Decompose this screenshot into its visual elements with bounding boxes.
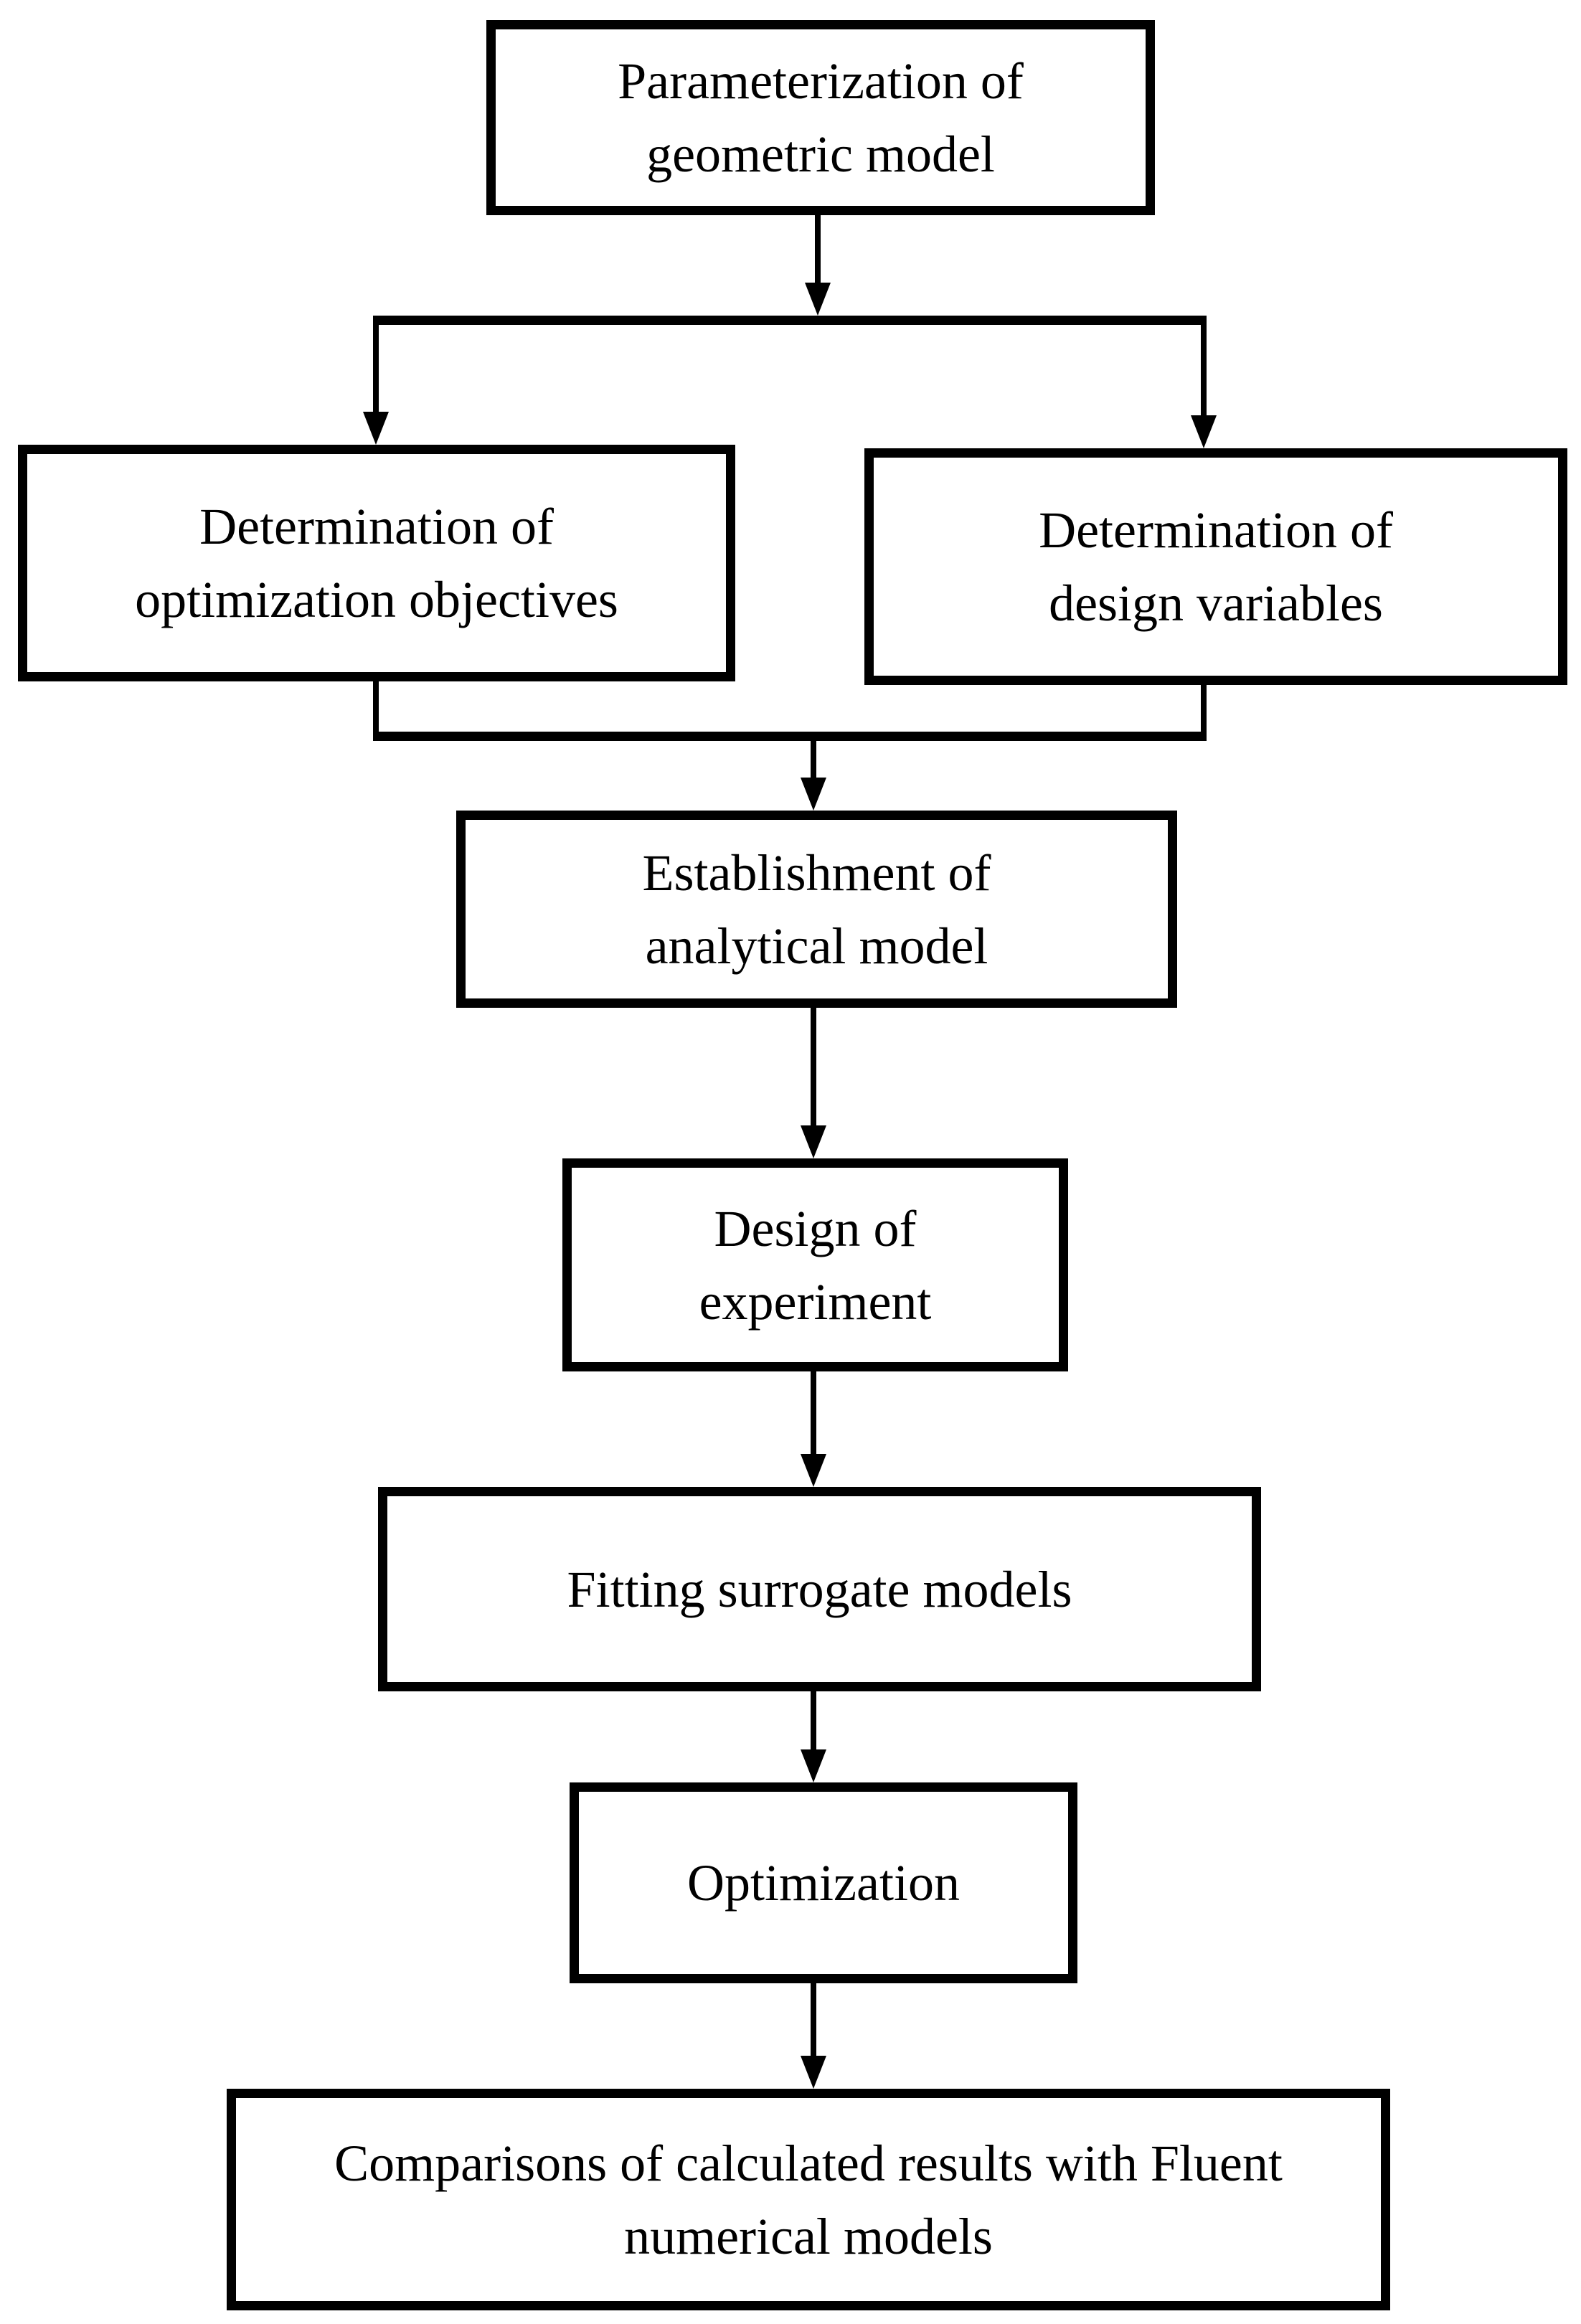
node-comparisons-line1: Comparisons of calculated results with F… [334,2134,1283,2192]
node-fitting-surrogate-models: Fitting surrogate models [378,1487,1261,1691]
connector-fitting-to-optimization [811,1691,816,1752]
node-design-variables-line1: Determination of [1039,501,1393,559]
connector-split-line [373,316,1207,325]
arrowhead-to-optimization [801,1749,826,1782]
node-design-variables: Determination of design variables [864,448,1567,685]
arrowhead-to-comparisons [801,2056,826,2089]
connector-experiment-to-fitting [811,1371,816,1457]
node-parameterization-line2: geometric model [646,126,995,183]
node-parameterization: Parameterization of geometric model [486,20,1155,215]
node-optimization-objectives-line1: Determination of [199,498,554,555]
arrowhead-to-design-of-experiment [801,1125,826,1158]
connector-merge-line [373,732,1207,741]
node-design-of-experiment-line2: experiment [699,1272,932,1331]
node-optimization-line1: Optimization [687,1854,960,1912]
connector-parameterization-stem [815,215,821,285]
connector-merge-stem [811,741,816,780]
node-analytical-model-line2: analytical model [645,917,988,975]
arrowhead-to-optimization-objectives [363,412,389,445]
arrowhead-to-analytical-model [801,778,826,811]
arrowhead-to-split-line [805,283,831,316]
node-design-variables-line2: design variables [1049,575,1383,632]
node-optimization-objectives: Determination of optimization objectives [18,445,735,681]
node-comparisons-line2: numerical models [624,2207,993,2265]
node-optimization-objectives-line2: optimization objectives [135,571,618,628]
connector-merge-left [373,681,379,741]
arrowhead-to-fitting-surrogate-models [801,1454,826,1487]
node-fitting-surrogate-models-line1: Fitting surrogate models [567,1560,1072,1618]
node-comparisons: Comparisons of calculated results with F… [227,2089,1390,2310]
node-analytical-model-line1: Establishment of [642,844,991,902]
connector-optimization-to-comparisons [811,1983,816,2059]
node-design-of-experiment: Design of experiment [562,1158,1068,1371]
node-analytical-model: Establishment of analytical model [456,811,1177,1008]
connector-branch-right [1201,325,1207,415]
node-design-of-experiment-line1: Design of [714,1199,917,1257]
node-parameterization-line1: Parameterization of [618,52,1024,110]
node-optimization: Optimization [570,1782,1077,1983]
connector-branch-left [373,325,379,415]
connector-analytical-to-experiment [811,1008,816,1128]
connector-merge-right [1201,685,1207,741]
arrowhead-to-design-variables [1191,415,1217,448]
